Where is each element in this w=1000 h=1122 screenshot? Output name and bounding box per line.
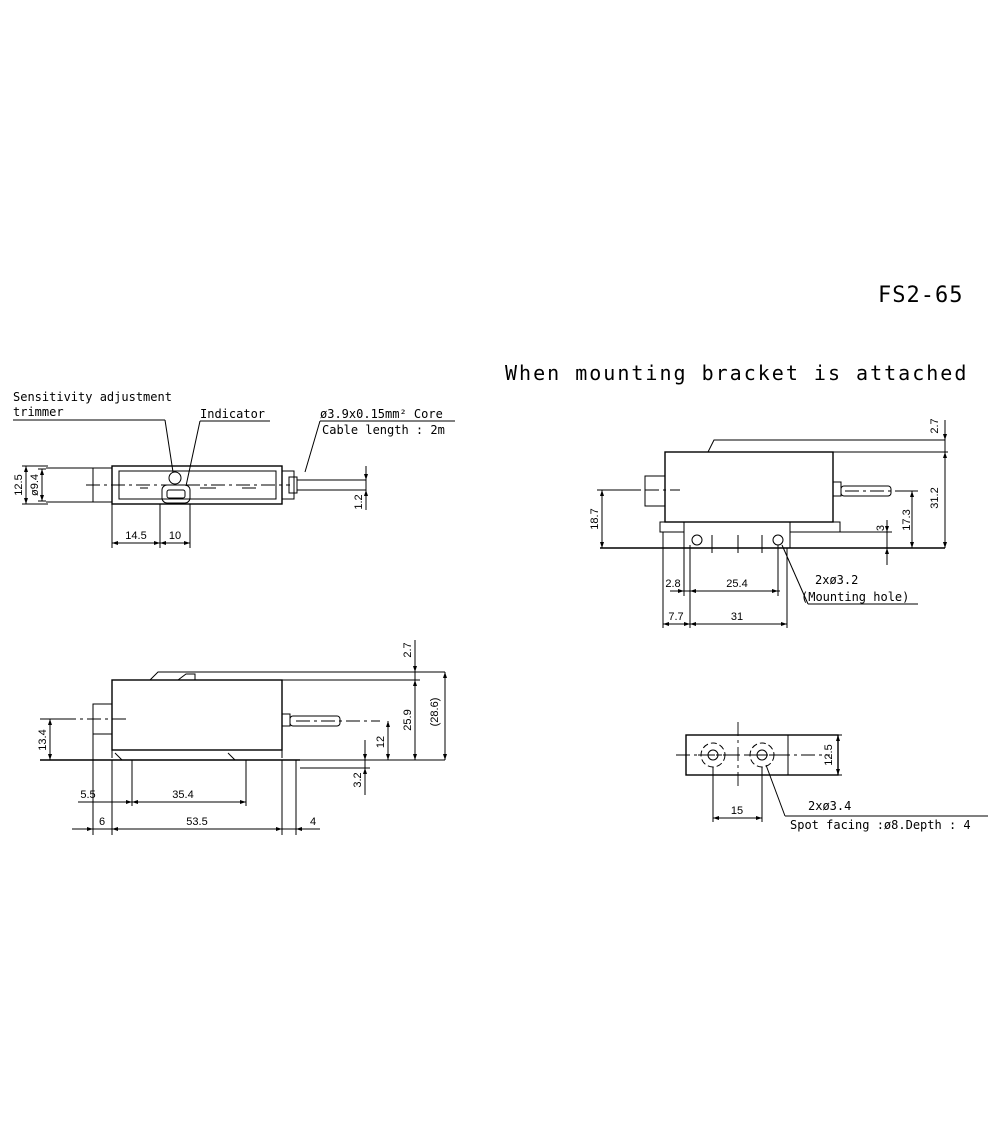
trimmer-knob (168, 471, 182, 485)
spot-facing-label-2: Spot facing :ø8.Depth : 4 (790, 818, 971, 832)
dim-bracket-25-4: 25.4 (726, 578, 747, 590)
dim-side-53-5: 53.5 (186, 816, 207, 828)
trimmer-label-1: Sensitivity adjustment (13, 390, 172, 404)
dim-side-35-4: 35.4 (172, 789, 193, 801)
mounting-hole-label-1: 2xø3.2 (815, 573, 858, 587)
sensor-body-bracket (664, 451, 834, 523)
bracket-bottom-view: 12.5 15 2xø3.4 Spot facing :ø8.Depth : 4 (676, 722, 988, 832)
dim-top-10: 10 (169, 530, 181, 542)
dim-bracket-17-3: 17.3 (901, 509, 913, 530)
dim-bracket-2-7: 2.7 (929, 418, 941, 433)
indicator-window (161, 484, 191, 504)
dim-side-2-7: 2.7 (402, 642, 414, 657)
indicator-label: Indicator (200, 407, 265, 421)
dim-top-1-2: 1.2 (353, 494, 365, 509)
lens-bracket (644, 475, 666, 507)
cable-label-1: ø3.9x0.15mm² Core (320, 407, 443, 421)
dim-bracket-3: 3 (875, 525, 887, 531)
dim-side-3-2: 3.2 (352, 772, 364, 787)
bracket-view-title: When mounting bracket is attached (505, 361, 968, 385)
trimmer-label-2: trimmer (13, 405, 64, 419)
spot-facing-label-1: 2xø3.4 (808, 799, 851, 813)
dim-top-14-5: 14.5 (125, 530, 146, 542)
dim-side-28-6: (28.6) (429, 698, 441, 727)
dim-side-25-9: 25.9 (402, 709, 414, 730)
dim-bracket-31-2: 31.2 (929, 487, 941, 508)
dim-bottom-15: 15 (731, 805, 743, 817)
dim-side-12: 12 (375, 736, 387, 748)
dim-bracket-31: 31 (731, 611, 743, 623)
dim-side-6: 6 (99, 816, 105, 828)
dim-top-9-4: ø9.4 (29, 474, 41, 496)
dim-top-12-5: 12.5 (13, 474, 25, 495)
dim-bracket-7-7: 7.7 (668, 611, 683, 623)
dim-side-4: 4 (310, 816, 316, 828)
dim-bracket-2-8: 2.8 (665, 578, 680, 590)
mounting-hole-label-2: (Mounting hole) (801, 590, 909, 604)
dim-side-13-4: 13.4 (37, 729, 49, 750)
mounting-hole-2 (772, 534, 784, 546)
dim-side-5-5: 5.5 (80, 789, 95, 801)
side-view: 13.4 2.7 25.9 (28.6) 12 3.2 5 (37, 640, 447, 835)
cable-label-2: Cable length : 2m (322, 423, 445, 437)
mounting-hole-1 (691, 534, 703, 546)
top-view: Sensitivity adjustment trimmer Indicator… (13, 390, 455, 548)
dim-bottom-12-5: 12.5 (823, 744, 835, 765)
sensor-body-side (111, 679, 283, 751)
dim-bracket-18-7: 18.7 (589, 508, 601, 529)
bracket-side-view: 2.7 31.2 17.3 3 18.7 2.8 25.4 (589, 418, 948, 628)
model-title: FS2-65 (878, 283, 963, 308)
